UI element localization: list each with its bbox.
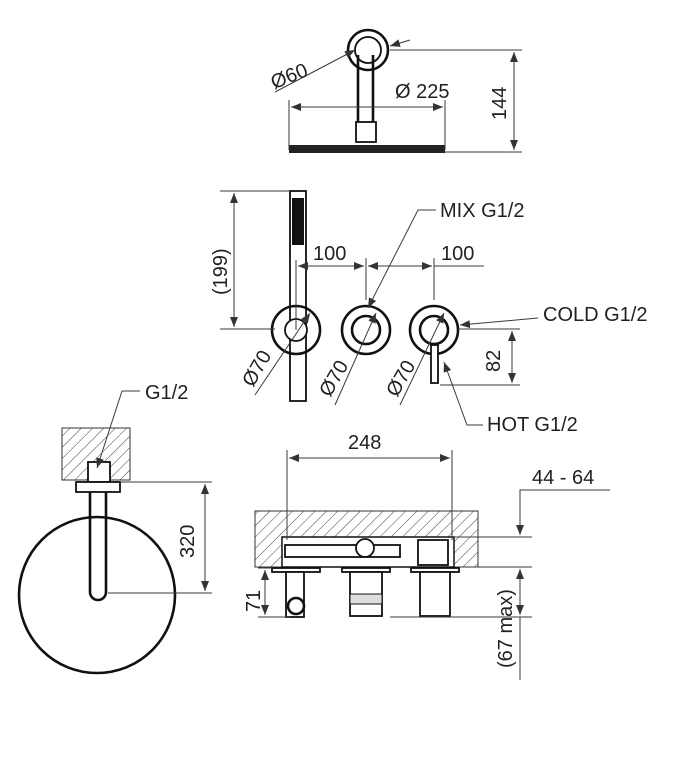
leader-hot [443, 361, 483, 426]
dim-height: 144 [489, 87, 511, 120]
dim-depth-range: 44 - 64 [532, 467, 594, 489]
label-mix: MIX G1/2 [440, 200, 524, 222]
front-view: (199) 100 100 Ø70 Ø70 Ø70 MIX G1/2 COLD … [210, 190, 647, 436]
dim-handle-offset: 82 [483, 350, 505, 372]
mix-valve [355, 538, 375, 558]
outlet-connector [286, 596, 306, 616]
shower-arm [356, 55, 375, 128]
dim-spacing-right: 100 [441, 243, 474, 265]
outlet-body [285, 571, 305, 618]
overhead-shower-view: Ø60 Ø 225 144 [268, 28, 522, 153]
leader-conn [96, 390, 140, 469]
hand-shower-grip [292, 198, 304, 245]
dim-max-projection: (67 max) [495, 589, 517, 668]
dim-dia-3: Ø70 [382, 357, 420, 401]
rosette-mix-inner [350, 314, 382, 346]
section-view: 248 44 - 64 (67 max) 71 [243, 432, 610, 680]
dim-line [334, 312, 377, 406]
dim-head-diameter: Ø 225 [395, 81, 449, 103]
rosette-right-inner [418, 314, 450, 346]
dim-line [516, 489, 610, 535]
arm-connector [355, 121, 377, 143]
dim-line [274, 49, 356, 93]
shower-head-side [17, 515, 177, 675]
label-conn: G1/2 [145, 382, 188, 404]
dim-hand-height: (199) [210, 248, 232, 295]
side-view: G1/2 320 [17, 382, 212, 675]
label-cold: COLD G1/2 [543, 304, 647, 326]
dim-line [389, 39, 411, 47]
dim-projection: 71 [243, 590, 265, 612]
leader-mix [367, 209, 436, 309]
shower-head [289, 145, 445, 153]
cartridge [417, 539, 449, 566]
dim-dia-1: Ø70 [238, 347, 276, 391]
dim-spacing-left: 100 [313, 243, 346, 265]
dim-line [399, 312, 445, 406]
connector-box [87, 461, 111, 483]
dim-arm-diameter: Ø60 [268, 59, 311, 94]
body-bar [284, 544, 401, 558]
handle-body [419, 571, 451, 617]
dim-arm-length: 320 [177, 525, 199, 558]
dim-line [254, 312, 311, 396]
rosette-mix [340, 304, 392, 356]
shower-arm-side [88, 492, 108, 602]
dim-width: 248 [348, 432, 381, 454]
handle-lever [430, 344, 439, 384]
label-hot: HOT G1/2 [487, 414, 578, 436]
dim-dia-2: Ø70 [315, 357, 353, 401]
leader-cold [459, 317, 539, 329]
flange [75, 481, 121, 493]
mix-ring [349, 593, 383, 605]
